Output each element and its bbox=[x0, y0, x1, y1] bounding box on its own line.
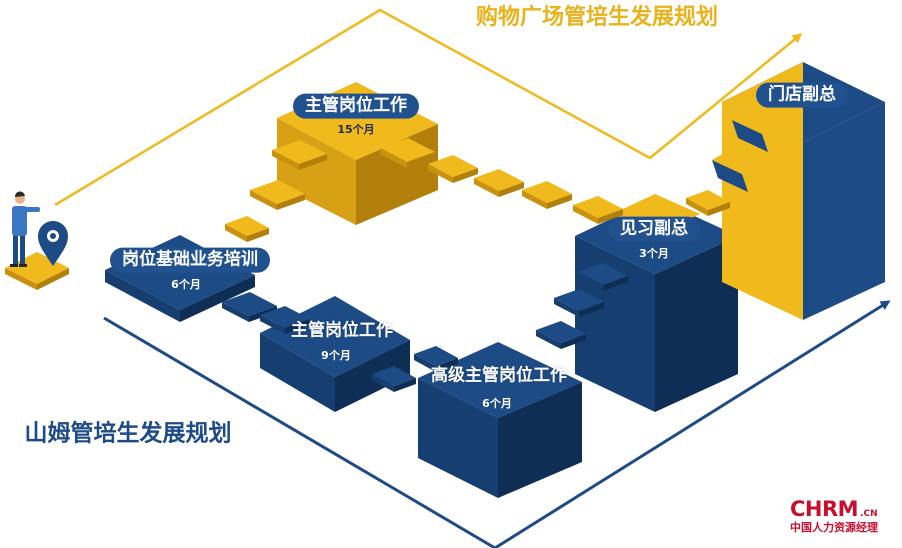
intern-deputy-label: 见习副总 bbox=[608, 216, 700, 242]
sams-path-arrow bbox=[103, 300, 891, 548]
basic-training-label: 岗位基础业务培训 bbox=[110, 247, 270, 273]
logo-brand: CHRM bbox=[790, 497, 859, 521]
navy-step-connectors bbox=[222, 263, 628, 392]
logo-suffix: .CN bbox=[860, 509, 878, 519]
block-senior-supervisor bbox=[418, 342, 582, 498]
location-pin-icon bbox=[38, 221, 68, 266]
store-deputy-steps bbox=[712, 112, 772, 192]
gold-step-connectors bbox=[225, 138, 730, 242]
supervisor-9-duration: 9个月 bbox=[321, 348, 351, 362]
mall-path-arrow bbox=[54, 8, 803, 207]
store-deputy-label: 门店副总 bbox=[756, 82, 848, 108]
chrm-logo: CHRM.CN 中国人力资源经理 bbox=[790, 497, 894, 535]
supervisor-15-duration: 15个月 bbox=[337, 122, 375, 136]
supervisor-15-label: 主管岗位工作 bbox=[293, 93, 419, 119]
logo-slogan: 中国人力资源经理 bbox=[790, 521, 878, 534]
sams-plan-title: 山姆管培生发展规划 bbox=[24, 420, 232, 447]
intern-deputy-duration: 3个月 bbox=[639, 246, 669, 260]
supervisor-9-label: 主管岗位工作 bbox=[291, 320, 393, 341]
basic-training-duration: 6个月 bbox=[171, 277, 201, 291]
senior-supervisor-label: 高级主管岗位工作 bbox=[431, 365, 567, 386]
mall-plan-title: 购物广场管培生发展规划 bbox=[475, 4, 719, 30]
person-figure-icon bbox=[10, 191, 40, 267]
senior-supervisor-duration: 6个月 bbox=[482, 396, 512, 410]
